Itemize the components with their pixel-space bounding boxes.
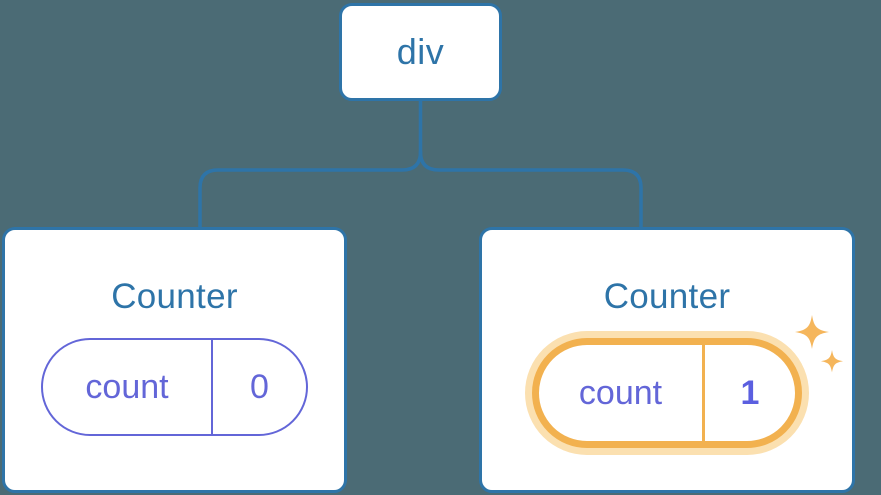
node-div[interactable]: div <box>339 3 502 101</box>
state-badge-left[interactable]: count 0 <box>41 338 308 436</box>
state-key-cell-right: count <box>539 345 705 441</box>
state-key-right: count <box>578 374 663 412</box>
state-value-cell-right: 1 <box>705 345 795 441</box>
state-badge-right-wrap: count 1 <box>532 315 843 448</box>
sparkle-small-icon <box>821 350 843 373</box>
state-key-cell-left: count <box>43 340 213 434</box>
sparkle-large-icon <box>795 315 829 349</box>
state-badge-left-wrap: count 0 <box>41 338 308 436</box>
node-counter-right-title: Counter <box>603 277 731 316</box>
state-value-left: 0 <box>250 368 269 406</box>
state-value-right: 1 <box>740 374 760 412</box>
node-div-label: div <box>396 31 445 72</box>
node-counter-left-title: Counter <box>111 277 238 316</box>
state-key-left: count <box>85 368 169 406</box>
connector-branch-left <box>198 150 423 229</box>
node-counter-left[interactable]: Counter count 0 <box>2 227 347 493</box>
state-badge-right[interactable]: count 1 <box>532 338 802 448</box>
node-counter-right[interactable]: Counter count 1 <box>479 227 855 493</box>
state-value-cell-left: 0 <box>213 340 306 434</box>
connector-branch-right <box>418 150 643 229</box>
